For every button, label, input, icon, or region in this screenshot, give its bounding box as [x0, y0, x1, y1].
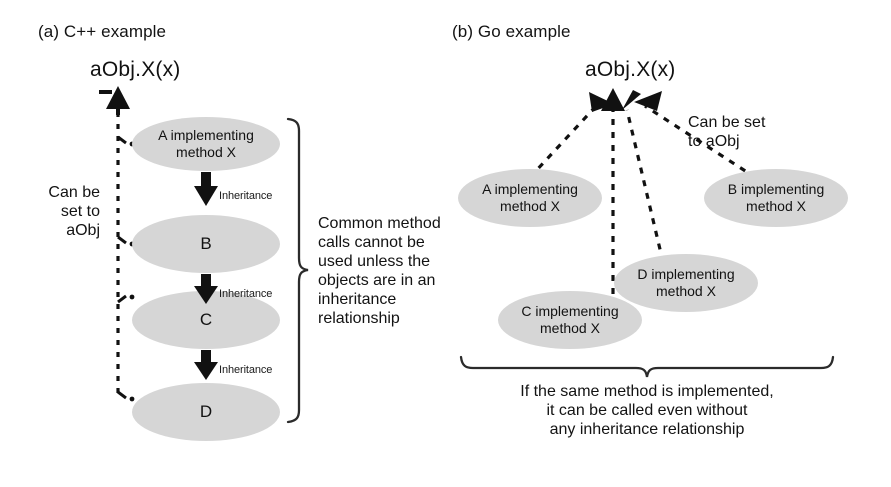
node-ellipse-b-C: [498, 291, 642, 349]
panel-a-side-note: Can be set to aObj: [48, 184, 100, 239]
panel-b-brace-note: If the same method is implemented, it ca…: [520, 383, 774, 438]
panel-a-call-arrow: [99, 86, 130, 115]
panel-b-side-note: Can be set to aObj: [688, 114, 766, 150]
edge-label-a-2: Inheritance: [219, 288, 273, 300]
panel-b-curly-brace: [459, 355, 835, 378]
panel-a-curly-brace: [286, 117, 309, 424]
edge-label-a-1: Inheritance: [219, 190, 273, 202]
node-ellipse-b-A: [458, 169, 602, 227]
panel-a-inheritance-arrows: [194, 172, 218, 380]
panel-a-branch-dots: [129, 141, 135, 402]
panel-b-arrowheads: [589, 88, 662, 112]
node-ellipse-b-B: [704, 169, 848, 227]
panel-a-call-label: aObj.X(x): [90, 58, 181, 81]
panel-b-call-label: aObj.X(x): [585, 58, 676, 81]
panel-b-title: (b) Go example: [452, 22, 571, 41]
panel-a-title: (a) C++ example: [38, 22, 167, 41]
panel-a-brace-note: Common method calls cannot be used unles…: [318, 215, 441, 327]
node-ellipse-a-B: [132, 215, 280, 273]
node-ellipse-b-D: [614, 254, 758, 312]
panel-a-spine-branches: [117, 135, 127, 400]
node-ellipse-a-A: [132, 117, 280, 171]
node-ellipse-a-D: [132, 383, 280, 441]
edge-label-a-3: Inheritance: [219, 364, 273, 376]
node-ellipse-a-C: [132, 291, 280, 349]
